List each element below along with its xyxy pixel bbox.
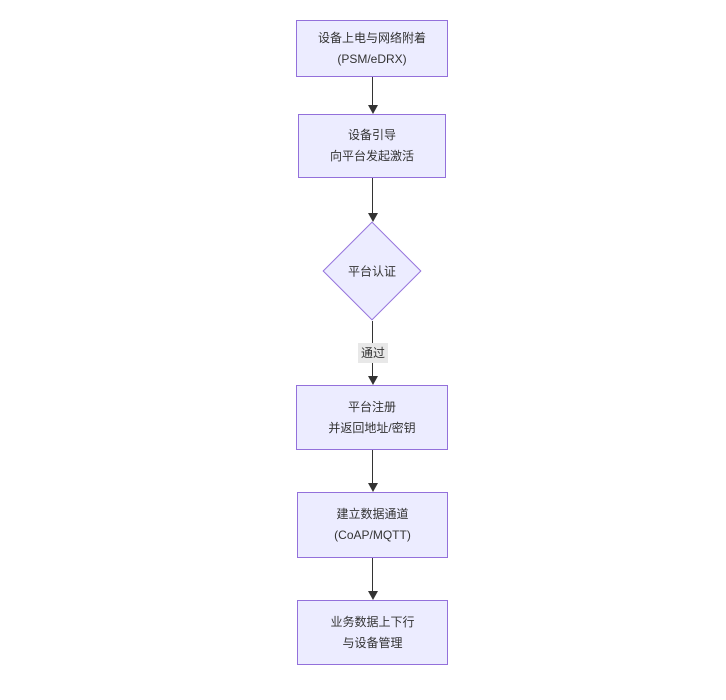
node-text-line: (CoAP/MQTT) — [334, 528, 411, 542]
arrowhead-down-icon — [368, 483, 378, 492]
flow-edge-line — [372, 178, 373, 214]
node-text-line: (PSM/eDRX) — [337, 51, 407, 66]
node-text-line: 业务数据上下行 — [330, 614, 415, 629]
arrowhead-down-icon — [368, 105, 378, 114]
node-text-line: 并返回地址/密钥 — [328, 420, 416, 435]
arrowhead-down-icon — [368, 376, 378, 385]
arrowhead-down-icon — [368, 591, 378, 600]
flow-edge-line — [372, 77, 373, 106]
flow-node-bootstrap-activate: 设备引导 向平台发起激活 — [298, 114, 446, 178]
node-text-line: 向平台发起激活 — [329, 149, 414, 163]
node-text-line: 与设备管理 — [342, 635, 403, 650]
node-text-line: 设备上电与网络附着 — [317, 30, 426, 45]
flow-edge-line — [372, 450, 373, 484]
node-text-line: 设备引导 — [347, 128, 396, 142]
edge-label-pass: 通过 — [357, 343, 389, 363]
decision-platform-auth: 平台认证 — [322, 221, 422, 321]
node-text-line: 建立数据通道 — [336, 507, 409, 521]
flow-node-platform-register: 平台注册 并返回地址/密钥 — [296, 385, 448, 450]
flow-node-business-data: 业务数据上下行 与设备管理 — [297, 600, 448, 665]
flow-edge-line — [372, 558, 373, 592]
node-text-line: 平台认证 — [347, 264, 397, 279]
flow-node-data-channel: 建立数据通道 (CoAP/MQTT) — [297, 492, 448, 558]
arrowhead-down-icon — [368, 213, 378, 222]
flow-node-power-network-attach: 设备上电与网络附着 (PSM/eDRX) — [296, 20, 448, 77]
node-text-line: 平台注册 — [347, 399, 396, 414]
